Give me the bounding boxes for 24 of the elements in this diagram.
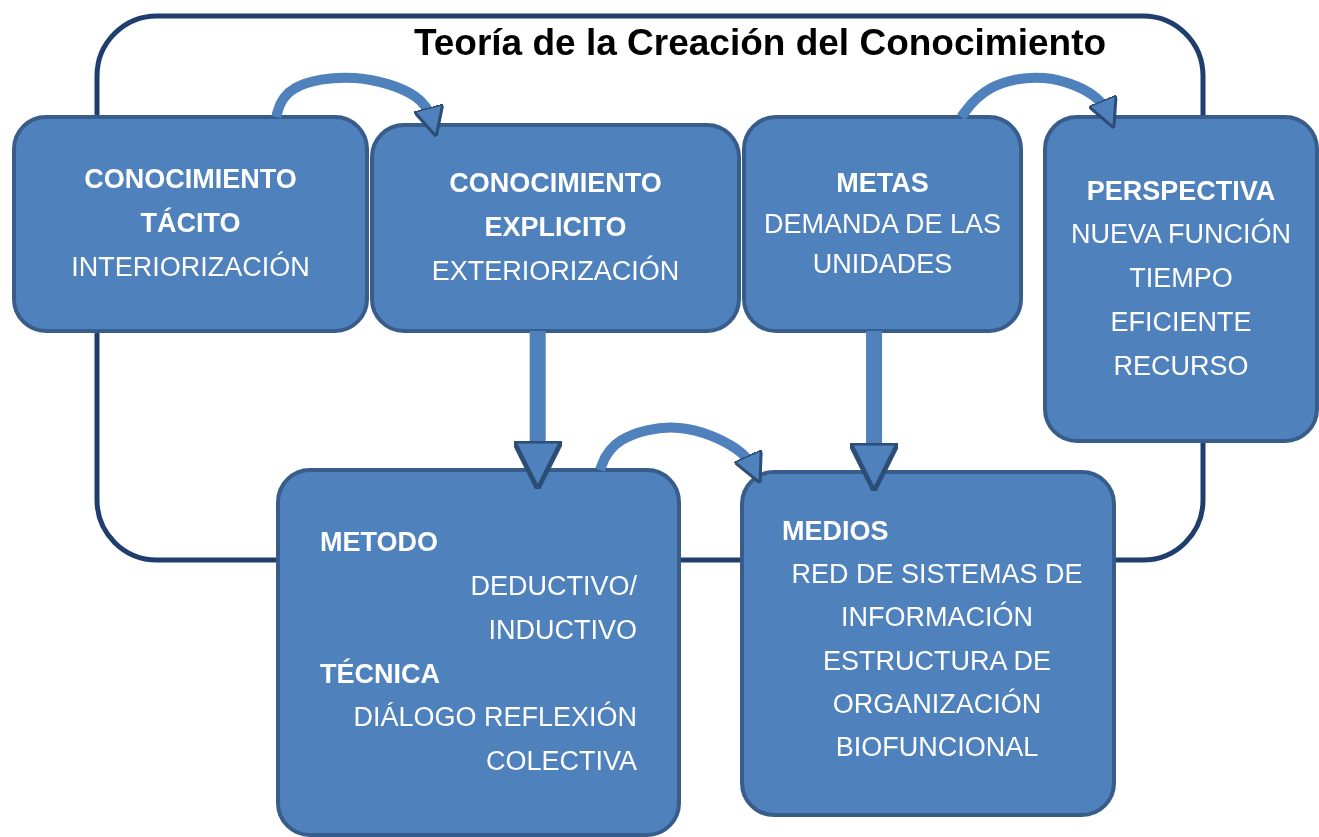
box-text: DEMANDA DE LAS UNIDADES	[762, 207, 1003, 282]
box-heading: METODO	[320, 526, 439, 560]
box-text: RED DE SISTEMAS DE INFORMACIÓN ESTRUCTURA DE ORGANIZACIÓN BIOFUNCIONAL	[790, 558, 1084, 764]
process-box	[742, 115, 1023, 333]
box-text: EXTERIORIZACIÓN	[430, 254, 681, 288]
down-arrow	[847, 331, 901, 494]
down-arrow	[511, 331, 565, 492]
curved-arrow	[957, 72, 1118, 130]
process-box	[276, 468, 681, 837]
box-heading: CONOCIMIENTO TÁCITO	[83, 163, 298, 241]
process-box	[740, 470, 1116, 817]
process-box	[1043, 115, 1319, 443]
process-box	[12, 115, 369, 333]
box-text: INTERIORIZACIÓN	[70, 250, 311, 284]
box-heading: PERSPECTIVA	[1085, 174, 1277, 208]
box-text: NUEVA FUNCIÓN TIEMPO EFICIENTE RECURSO	[1070, 217, 1292, 383]
diagram-title: Teoría de la Creación del Conocimiento	[412, 22, 1108, 64]
process-box	[370, 123, 741, 333]
box-heading: CONOCIMIENTO EXPLICITO	[448, 167, 663, 245]
box-text: DEDUCTIVO/ INDUCTIVO	[469, 570, 637, 647]
box-heading: MEDIOS	[782, 515, 890, 548]
box-heading: TÉCNICA	[320, 657, 441, 691]
box-text: DIÁLOGO REFLEXIÓN COLECTIVA	[352, 700, 637, 778]
box-heading: METAS	[835, 167, 930, 201]
